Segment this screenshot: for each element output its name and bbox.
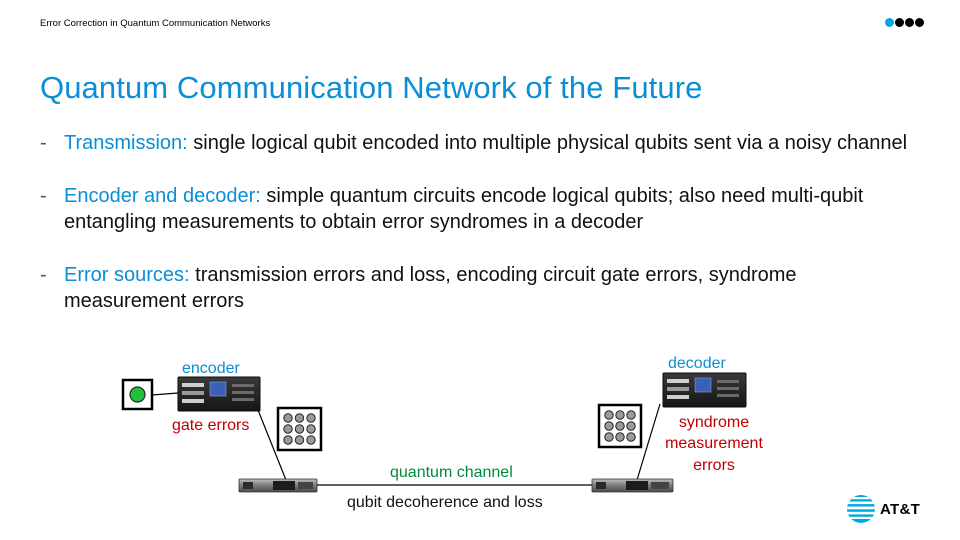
link-right-box-decoder bbox=[636, 403, 661, 481]
bullet-error-sources: - Error sources: transmission errors and… bbox=[40, 262, 920, 314]
nav-dot-active bbox=[885, 18, 894, 27]
bullet-list: - Transmission: single logical qubit enc… bbox=[40, 130, 920, 341]
physical-qubits-left bbox=[276, 406, 323, 452]
bullet-transmission: - Transmission: single logical qubit enc… bbox=[40, 130, 920, 156]
syndrome-label-1: syndrome bbox=[679, 414, 749, 431]
nav-dot bbox=[905, 18, 914, 27]
bullet-lead: Transmission: bbox=[64, 132, 188, 154]
att-logo-text: AT&T bbox=[880, 500, 921, 518]
bullet-dash: - bbox=[40, 132, 47, 154]
gate-errors-label: gate errors bbox=[172, 417, 249, 434]
bullet-lead: Encoder and decoder: bbox=[64, 185, 261, 207]
logical-qubit-source bbox=[121, 378, 154, 411]
channel-endpoint-right bbox=[591, 478, 674, 493]
att-globe-icon bbox=[847, 495, 875, 523]
decoherence-loss-label: qubit decoherence and loss bbox=[347, 494, 543, 511]
att-logo: AT&T bbox=[846, 494, 920, 524]
nav-dot bbox=[915, 18, 924, 27]
nav-dot bbox=[895, 18, 904, 27]
syndrome-label-2: measurement bbox=[665, 435, 763, 452]
bullet-dash: - bbox=[40, 264, 47, 286]
bullet-lead: Error sources: bbox=[64, 264, 190, 286]
decoder-device bbox=[662, 372, 747, 408]
bullet-encoder-decoder: - Encoder and decoder: simple quantum ci… bbox=[40, 183, 920, 235]
encoder-label: encoder bbox=[182, 360, 240, 377]
bullet-text: single logical qubit encoded into multip… bbox=[187, 132, 908, 154]
link-encoder-left-box bbox=[257, 409, 287, 481]
decoder-label: decoder bbox=[668, 355, 726, 372]
link-source-encoder bbox=[151, 392, 179, 396]
bullet-text: simple quantum circuits encode logical q… bbox=[64, 185, 864, 233]
physical-qubits-right bbox=[597, 403, 643, 449]
bullet-dash: - bbox=[40, 185, 47, 207]
header-title: Error Correction in Quantum Communicatio… bbox=[40, 18, 271, 29]
slide-nav-dots bbox=[885, 18, 924, 27]
bullet-text: transmission errors and loss, encoding c… bbox=[64, 264, 797, 312]
slide-title: Quantum Communication Network of the Fut… bbox=[40, 70, 703, 105]
encoder-device bbox=[177, 376, 261, 412]
channel-endpoint-left bbox=[238, 478, 318, 493]
syndrome-label-3: errors bbox=[693, 457, 735, 474]
quantum-channel-label: quantum channel bbox=[390, 464, 513, 481]
